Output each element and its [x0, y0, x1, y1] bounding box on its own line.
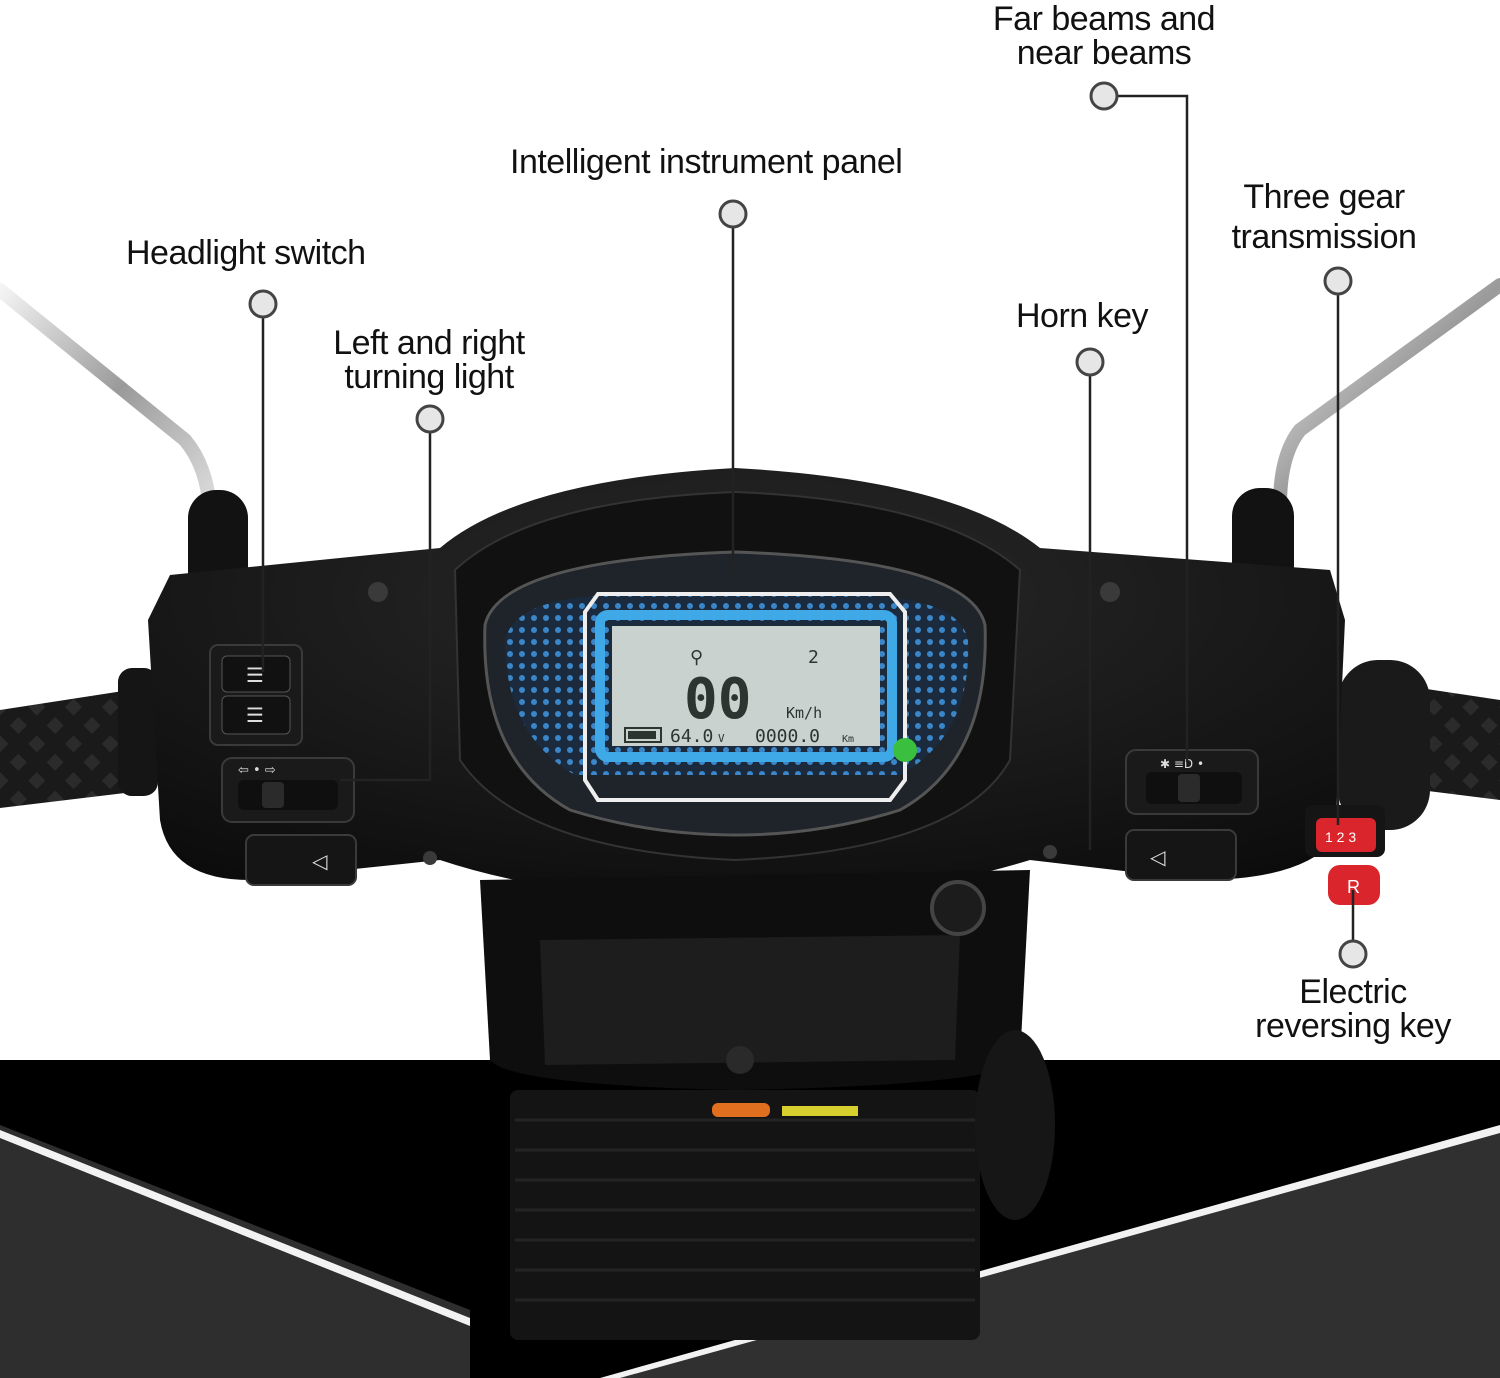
three-gear-label-line2: transmission	[1231, 218, 1417, 256]
turning-light-label: Left and right turning light	[318, 326, 540, 394]
three-gear-label-line1: Three gear	[1243, 178, 1405, 216]
far-near-beams-label-line2: near beams	[1016, 34, 1192, 72]
lcd-speed-unit: Km/h	[786, 704, 822, 722]
lcd-frame	[595, 610, 897, 762]
front-column	[480, 870, 1055, 1340]
headlight-icon: ☰	[246, 663, 264, 687]
gear-button-label: 1 2 3	[1325, 829, 1356, 845]
battery-icon	[624, 727, 662, 743]
three-gear-button[interactable]	[1316, 818, 1376, 852]
callout-markers	[248, 81, 1368, 969]
instrument-panel-label: Intelligent instrument panel	[510, 143, 903, 181]
pass-sticker	[893, 738, 917, 762]
reverse-marker	[1338, 939, 1368, 969]
right-switch-block: ✱ ≡D • ◁	[1125, 749, 1259, 881]
horn-marker	[1075, 347, 1105, 377]
horn-icon: ◁	[311, 849, 328, 873]
beams-callout-line	[1118, 94, 1189, 762]
horn-button[interactable]	[1125, 829, 1237, 881]
turn-arrows-icon: ⇦ • ⇨	[238, 763, 276, 778]
left-grip	[0, 668, 158, 808]
gear-marker	[1323, 266, 1353, 296]
lcd-odometer-unit: Km	[842, 734, 854, 745]
headlight-marker	[248, 289, 278, 319]
lcd-voltage-unit: V	[718, 732, 725, 745]
instrument-panel: ⚲ 2 00 Km/h 64.0 V 0000.0 Km	[483, 550, 987, 837]
turning-light-label-line1: Left and right	[333, 324, 525, 362]
reversing-key-label-line2: reversing key	[1255, 1007, 1451, 1045]
far-near-beams-label-line1: Far beams and	[992, 0, 1216, 38]
headlight-switch-label: Headlight switch	[126, 234, 366, 272]
horn-key-label: Horn key	[1016, 297, 1149, 335]
lcd-screen	[612, 626, 880, 746]
reverse-button-label: R	[1347, 877, 1360, 897]
reversing-key-label-line1: Electric	[1299, 973, 1407, 1011]
right-grip	[1338, 660, 1500, 830]
turning-light-marker	[415, 404, 445, 434]
motorbike-icon: ⚲	[690, 647, 703, 668]
headlight-high-button[interactable]	[221, 655, 291, 693]
lcd-odometer: 0000.0	[755, 726, 820, 747]
lcd-voltage: 64.0	[670, 726, 713, 747]
headlight-low-button[interactable]	[221, 695, 291, 735]
lcd-speed: 00	[684, 667, 751, 732]
turning-light-label-line2: turning light	[344, 358, 514, 396]
reversing-key-label: Electric reversing key	[1240, 975, 1466, 1043]
lcd-gear-indicator: 2	[808, 647, 819, 668]
three-gear-label: Three gear transmission	[1218, 180, 1430, 254]
callout-lines	[261, 94, 1355, 940]
beams-marker	[1089, 81, 1119, 111]
left-mirror-stem	[0, 283, 248, 600]
gear-reverse-controls: 1 2 3 R	[1305, 805, 1385, 905]
beam-indicator-icons: ✱ ≡D •	[1160, 757, 1204, 771]
horn-key-icon: ◁	[1149, 845, 1166, 869]
low-beam-icon: ☰	[246, 703, 264, 727]
reverse-button[interactable]	[1328, 865, 1380, 905]
panel-marker	[718, 199, 748, 229]
turning-light-callout-line	[340, 432, 432, 782]
far-near-beams-label: Far beams and near beams	[982, 2, 1226, 70]
left-switch-block: ☰ ☰ ⇦ • ⇨ ◁	[209, 644, 357, 886]
right-mirror-stem	[1232, 278, 1500, 598]
turn-signal-switch[interactable]	[238, 780, 338, 810]
left-horn-button[interactable]	[245, 834, 357, 886]
